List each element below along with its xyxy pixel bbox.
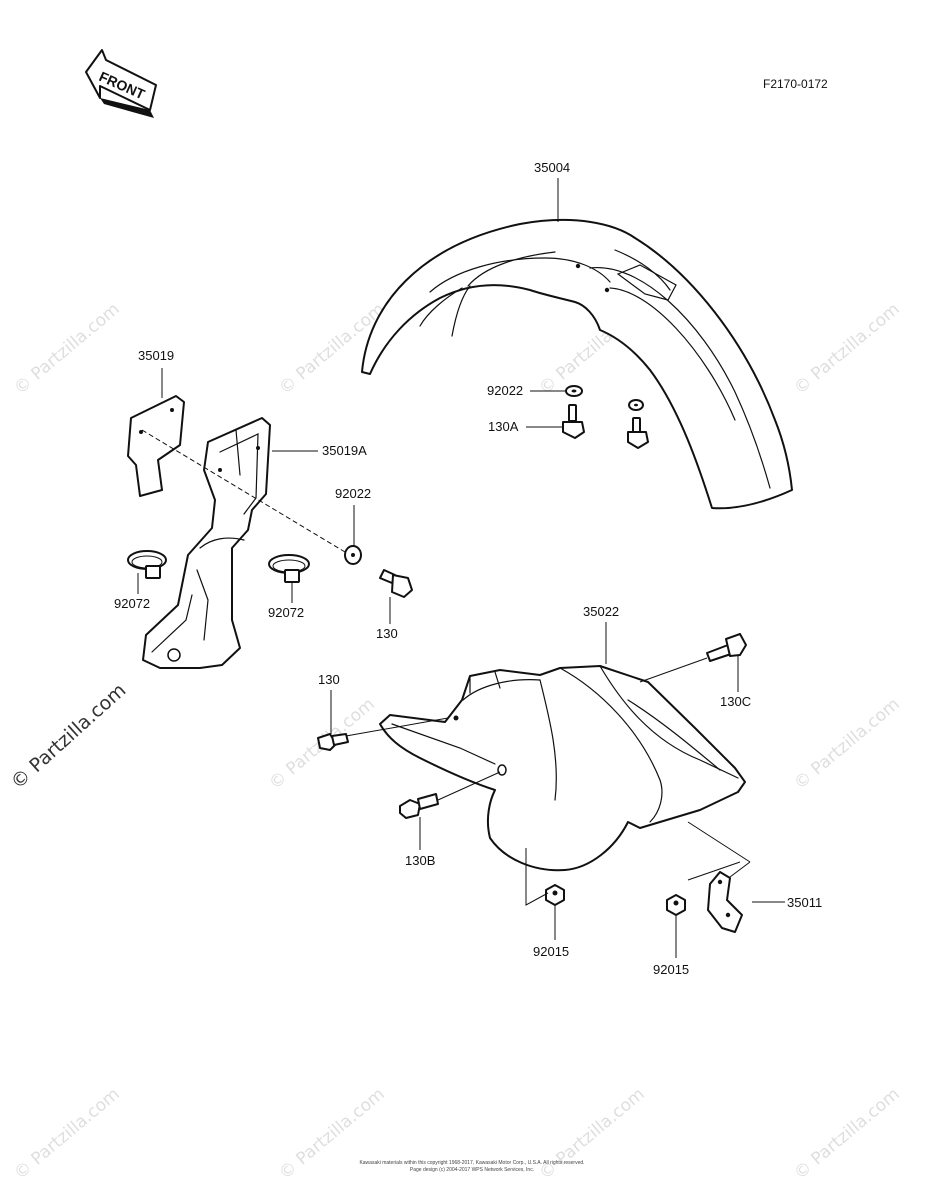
part-label-130A: 130A: [488, 419, 519, 434]
watermark: © Partzilla.com: [790, 1084, 903, 1184]
part-label-92072-right: 92072: [268, 605, 304, 620]
washer-92022-top: [565, 385, 583, 397]
part-label-35011: 35011: [787, 895, 822, 910]
part-label-92022-mid: 92022: [335, 486, 371, 501]
watermark-primary: © Partzilla.com: [7, 679, 131, 793]
part-labels: 35004 35019 35019A 92022 130A 92022 130 …: [114, 160, 822, 977]
part-label-130-rear: 130: [318, 672, 340, 687]
bolt-130-rear: [317, 733, 349, 751]
bolt-right: [627, 417, 649, 449]
part-label-92072-left: 92072: [114, 596, 150, 611]
part-label-35004: 35004: [534, 160, 570, 175]
watermark: © Partzilla.com: [275, 1084, 388, 1184]
leader-lines: [137, 178, 785, 958]
watermark: © Partzilla.com: [790, 694, 903, 794]
nut-92015-right: [666, 894, 686, 916]
part-label-35019A: 35019A: [322, 443, 367, 458]
part-label-35022: 35022: [583, 604, 619, 619]
front-fender-35004: [361, 219, 793, 510]
washer-right: [628, 399, 644, 411]
bolt-130-mid: [379, 569, 413, 598]
rear-fender-35022: [379, 665, 746, 872]
plate-35019: [127, 395, 185, 497]
clamp-92072-left: [127, 550, 167, 579]
watermark: © Partzilla.com: [790, 299, 903, 399]
clamp-92072-right: [268, 554, 310, 583]
bolt-130B: [399, 793, 439, 819]
part-label-130-mid: 130: [376, 626, 398, 641]
part-label-92022-top: 92022: [487, 383, 523, 398]
part-label-92015-left: 92015: [533, 944, 569, 959]
front-arrow-icon: FRONT: [85, 49, 157, 118]
bracket-35011: [707, 871, 743, 933]
bolt-130C: [706, 633, 747, 662]
copyright-line-2: Page design (c) 2004-2017 WPS Network Se…: [410, 1167, 534, 1173]
copyright-line-1: Kawasaki materials within this copyright…: [359, 1160, 584, 1166]
watermark: © Partzilla.com: [10, 299, 123, 399]
figure-code: F2170-0172: [763, 77, 828, 91]
part-label-35019: 35019: [138, 348, 174, 363]
nut-92015-left: [545, 884, 565, 906]
part-label-130B: 130B: [405, 853, 435, 868]
part-label-130C: 130C: [720, 694, 751, 709]
washer-92022-mid: [344, 545, 362, 565]
bracket-35019A: [142, 417, 271, 669]
watermark: © Partzilla.com: [535, 1084, 648, 1184]
watermark: © Partzilla.com: [10, 1084, 123, 1184]
part-label-92015-right: 92015: [653, 962, 689, 977]
bolt-130A: [562, 404, 585, 439]
